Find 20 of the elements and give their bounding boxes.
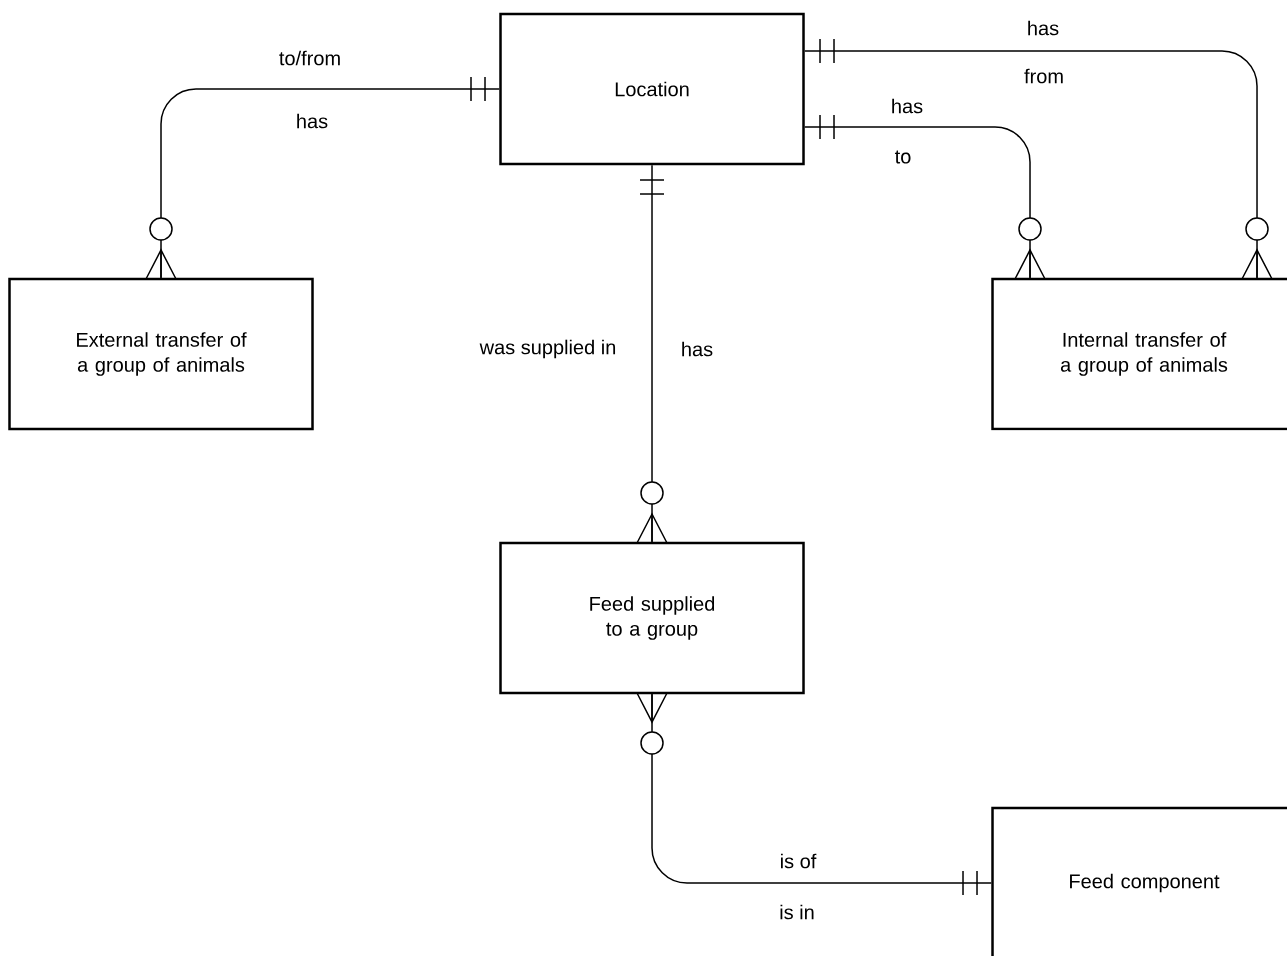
role-label: is in — [778, 903, 816, 921]
edge-label: has — [1025, 19, 1061, 37]
role-label: to — [893, 149, 913, 165]
edge-label: was supplied in — [478, 338, 618, 360]
relationship-line — [636, 164, 668, 544]
edge-label: is of — [778, 852, 818, 870]
entity-box: Feed component — [991, 806, 1287, 956]
role-label: has — [294, 112, 330, 130]
entity-box: External transfer of a group of animals — [8, 277, 314, 431]
edge-label: to/from — [277, 49, 343, 67]
role-label: has — [679, 340, 715, 358]
relationship-line — [804, 114, 1046, 280]
relationship-line — [804, 38, 1273, 280]
edge-label: has — [889, 97, 925, 115]
entity-box: Location — [499, 12, 805, 166]
relationship-line — [636, 692, 992, 896]
relationship-line — [145, 76, 500, 280]
role-label: from — [1023, 67, 1065, 85]
entity-box: Internal transfer of a group of animals — [991, 277, 1287, 431]
entity-box: Feed supplied to a group — [499, 541, 805, 695]
